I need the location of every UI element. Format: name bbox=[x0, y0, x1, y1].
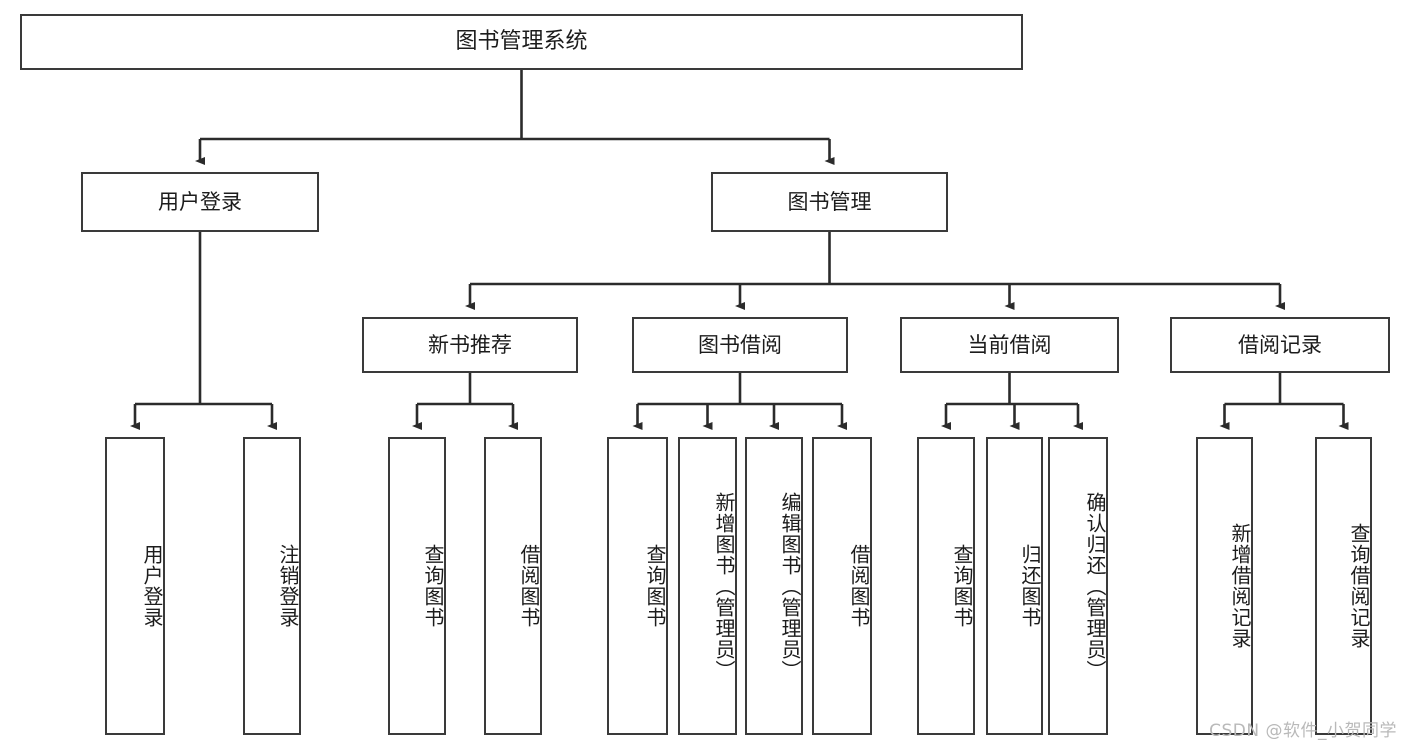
node-user-login[interactable]: 用户登录 bbox=[81, 172, 319, 232]
node-label: 查询图书 bbox=[950, 544, 974, 628]
node-leaf-edit-book[interactable]: 编辑图书（管理员） bbox=[745, 437, 803, 735]
node-label: 用户登录 bbox=[158, 189, 242, 214]
node-book-borrow[interactable]: 图书借阅 bbox=[632, 317, 848, 373]
node-leaf-add-book[interactable]: 新增图书（管理员） bbox=[678, 437, 737, 735]
node-leaf-query-book-3[interactable]: 查询图书 bbox=[917, 437, 975, 735]
node-borrow-record[interactable]: 借阅记录 bbox=[1170, 317, 1390, 373]
node-leaf-query-record[interactable]: 查询借阅记录 bbox=[1315, 437, 1372, 735]
node-label: 归还图书 bbox=[1018, 544, 1042, 628]
node-leaf-user-login[interactable]: 用户登录 bbox=[105, 437, 165, 735]
node-label: 查询图书 bbox=[643, 544, 667, 628]
node-label: 借阅记录 bbox=[1238, 332, 1322, 357]
node-leaf-return-book[interactable]: 归还图书 bbox=[986, 437, 1043, 735]
node-leaf-query-book-1[interactable]: 查询图书 bbox=[388, 437, 446, 735]
node-label: 新增借阅记录 bbox=[1228, 523, 1252, 649]
node-leaf-query-book-2[interactable]: 查询图书 bbox=[607, 437, 668, 735]
node-leaf-borrow-book-1[interactable]: 借阅图书 bbox=[484, 437, 542, 735]
node-leaf-confirm-return[interactable]: 确认归还（管理员） bbox=[1048, 437, 1108, 735]
node-label: 确认归还（管理员） bbox=[1083, 491, 1107, 681]
node-label: 借阅图书 bbox=[847, 544, 871, 628]
node-leaf-add-record[interactable]: 新增借阅记录 bbox=[1196, 437, 1253, 735]
node-new-book-rec[interactable]: 新书推荐 bbox=[362, 317, 578, 373]
node-label: 图书管理 bbox=[787, 189, 872, 214]
node-label: 查询借阅记录 bbox=[1347, 523, 1371, 649]
node-label: 查询图书 bbox=[421, 544, 445, 628]
node-label: 新增图书（管理员） bbox=[712, 491, 736, 681]
node-book-manage[interactable]: 图书管理 bbox=[711, 172, 948, 232]
node-label: 编辑图书（管理员） bbox=[778, 491, 802, 681]
node-current-borrow[interactable]: 当前借阅 bbox=[900, 317, 1119, 373]
node-label: 注销登录 bbox=[276, 544, 300, 628]
node-label: 用户登录 bbox=[140, 544, 164, 628]
node-label: 新书推荐 bbox=[428, 332, 512, 357]
watermark-label: CSDN @软件_小贺同学 bbox=[1209, 721, 1397, 741]
node-label: 当前借阅 bbox=[967, 332, 1052, 357]
node-label: 图书管理系统 bbox=[455, 29, 588, 55]
node-root[interactable]: 图书管理系统 bbox=[20, 14, 1023, 70]
node-label: 图书借阅 bbox=[698, 332, 782, 357]
node-label: 借阅图书 bbox=[517, 544, 541, 628]
node-leaf-borrow-book-2[interactable]: 借阅图书 bbox=[812, 437, 872, 735]
node-leaf-user-logout[interactable]: 注销登录 bbox=[243, 437, 301, 735]
